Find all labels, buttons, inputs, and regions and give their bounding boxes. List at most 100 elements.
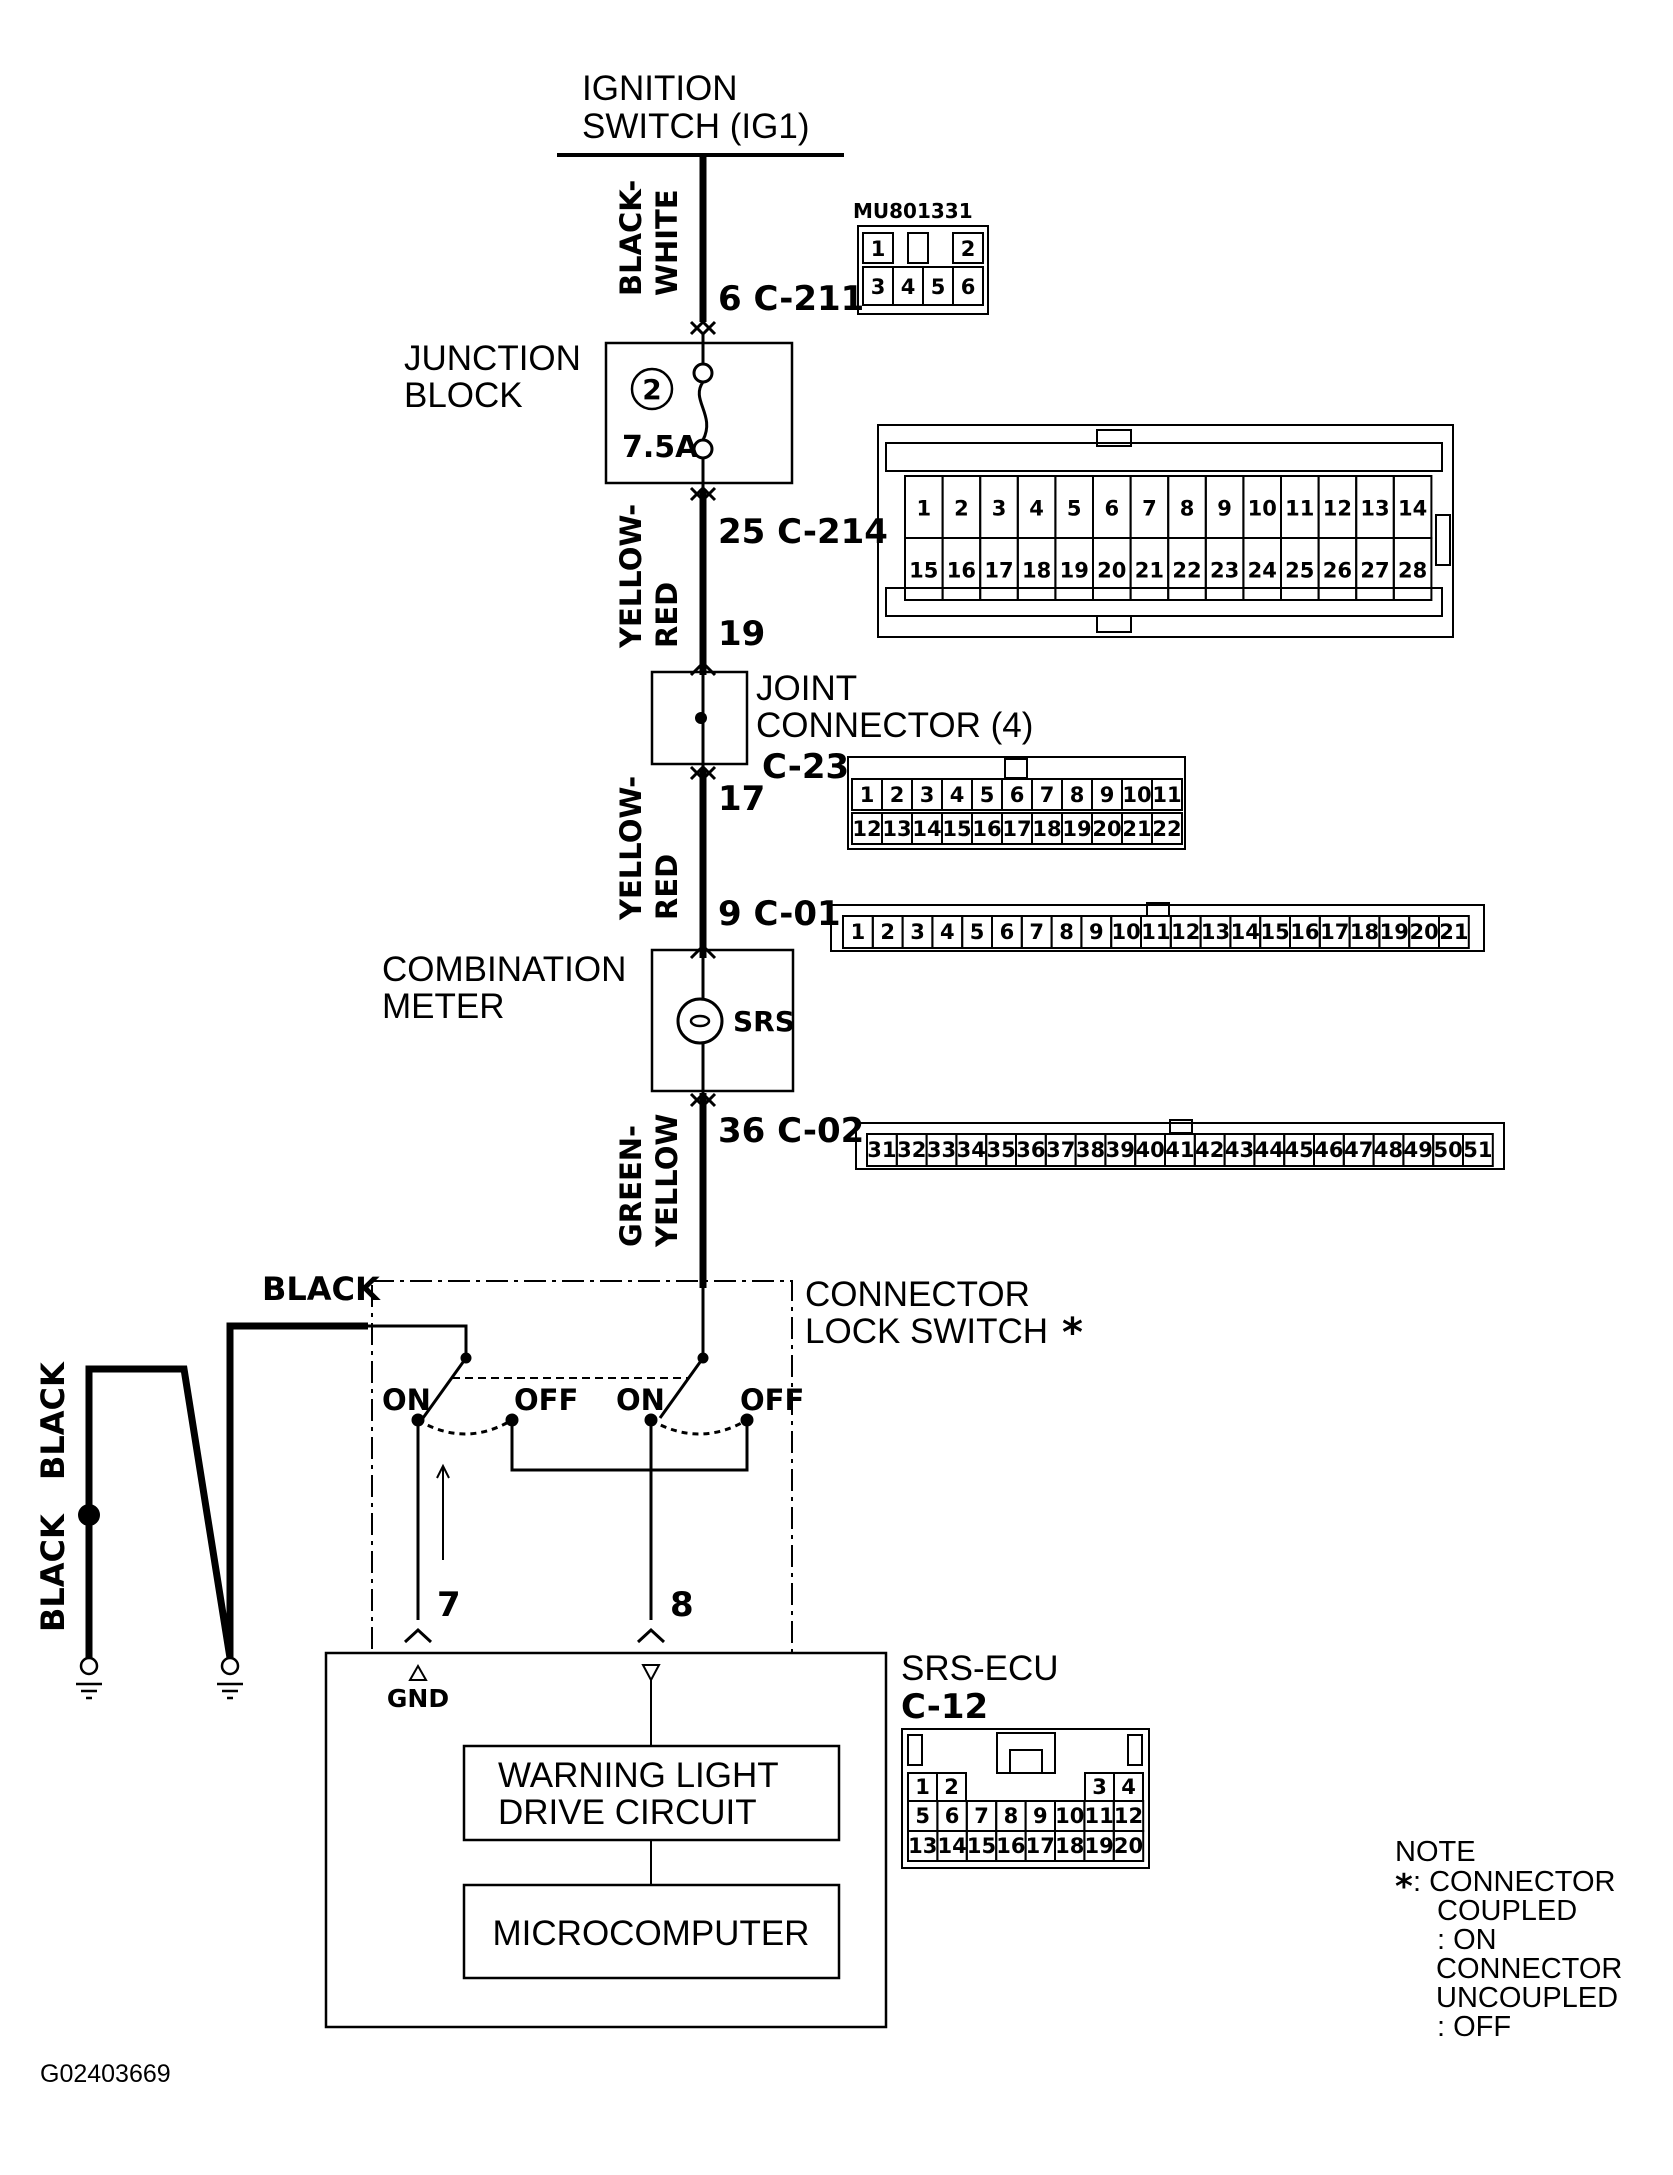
c12-pin-number: 12 xyxy=(1114,1804,1143,1828)
left-switch-off-label: OFF xyxy=(514,1383,578,1417)
srs-ecu-name: SRS-ECU xyxy=(901,1649,1059,1688)
c211-key xyxy=(907,232,929,264)
c214-pin-number: 6 xyxy=(1104,497,1119,521)
c01-pin-number: 4 xyxy=(940,920,955,944)
c02-pin-number: 35 xyxy=(986,1138,1015,1162)
joint-connector-label-2: CONNECTOR (4) xyxy=(756,706,1033,745)
pin-label-9-c01: 9 C-01 xyxy=(718,894,841,934)
c214-latch-bottom xyxy=(885,587,1443,617)
srs-ecu-box xyxy=(324,1651,888,2029)
svg-text:YELLOW-: YELLOW- xyxy=(614,776,648,921)
c02-pin-number: 32 xyxy=(897,1138,926,1162)
c214-pin-number: 27 xyxy=(1360,559,1389,583)
combination-meter-box xyxy=(650,948,795,1093)
c23-key xyxy=(1004,758,1028,779)
c211-pin-number: 3 xyxy=(871,275,886,299)
note-line-6: : OFF xyxy=(1437,2011,1511,2043)
c02-pin-number: 50 xyxy=(1433,1138,1462,1162)
c23-pin-number: 20 xyxy=(1092,817,1121,841)
srs-ecu-code: C-12 xyxy=(901,1687,988,1727)
c214-pin-number: 22 xyxy=(1172,559,1201,583)
pin-label-25-c214: 25 C-214 xyxy=(718,512,888,552)
note-block: NOTE * : CONNECTOR COUPLED : ON CONNECTO… xyxy=(1395,1836,1622,2043)
c214-shell xyxy=(877,424,1454,638)
c12-shell xyxy=(901,1728,1150,1869)
c01-pin-number: 21 xyxy=(1439,920,1468,944)
svg-text:RED: RED xyxy=(650,854,684,920)
c23-pin-number: 12 xyxy=(852,817,881,841)
c23-pin-number: 2 xyxy=(890,783,905,807)
c214-pin-number: 24 xyxy=(1248,559,1277,583)
svg-text:BLACK: BLACK xyxy=(34,1513,72,1632)
combination-meter-label-2: METER xyxy=(382,987,505,1026)
c12-pin-number: 19 xyxy=(1084,1834,1113,1858)
right-switch-on-label: ON xyxy=(616,1383,665,1417)
fuse-number-circle xyxy=(630,367,674,411)
c214-pin-number: 11 xyxy=(1285,497,1314,521)
junction-block-box xyxy=(604,341,794,485)
svg-text:YELLOW-: YELLOW- xyxy=(614,504,648,649)
c23-pin-number: 15 xyxy=(942,817,971,841)
c02-shell xyxy=(855,1122,1505,1170)
c211-pin-number: 2 xyxy=(961,237,976,261)
note-line-5: UNCOUPLED xyxy=(1436,1982,1618,2014)
c01-pin-number: 19 xyxy=(1380,920,1409,944)
c23-pin-number: 7 xyxy=(1040,783,1055,807)
c12-pin-number: 14 xyxy=(937,1834,966,1858)
c23-pin-number: 14 xyxy=(912,817,941,841)
c214-pin-number: 4 xyxy=(1029,497,1044,521)
c12-pin-number: 20 xyxy=(1114,1834,1143,1858)
c12-pin-number: 11 xyxy=(1084,1804,1113,1828)
ignition-switch-label-1: IGNITION xyxy=(582,69,738,108)
c02-pin-number: 46 xyxy=(1314,1138,1343,1162)
c23-pin-number: 16 xyxy=(972,817,1001,841)
c12-pin-number: 17 xyxy=(1026,1834,1055,1858)
c211-cell xyxy=(952,232,984,264)
c12-pin-number: 5 xyxy=(915,1804,930,1828)
c02-pin-number: 48 xyxy=(1374,1138,1403,1162)
c214-pin-number: 1 xyxy=(916,497,931,521)
c214-pin-number: 19 xyxy=(1060,559,1089,583)
drive-circuit-label-1: WARNING LIGHT xyxy=(498,1756,779,1795)
c02-pin-number: 44 xyxy=(1255,1138,1284,1162)
c23-pin-number: 10 xyxy=(1122,783,1151,807)
drive-circuit-label-2: DRIVE CIRCUIT xyxy=(498,1793,757,1832)
c01-pin-number: 9 xyxy=(1089,920,1104,944)
c214-pin-number: 10 xyxy=(1248,497,1277,521)
c12-lock-left xyxy=(907,1734,923,1766)
c214-key-bottom xyxy=(1096,615,1132,633)
c01-pin-number: 12 xyxy=(1171,920,1200,944)
mu-code-label: MU801331 xyxy=(853,199,973,223)
wire-label-black-white: BLACK- WHITE xyxy=(614,180,684,296)
c211-cell xyxy=(862,232,894,264)
c12-key-inner xyxy=(1009,1749,1043,1774)
lock-switch-contacts xyxy=(368,1288,754,1620)
lock-switch-star: * xyxy=(1062,1310,1083,1356)
c23-pin-number: 11 xyxy=(1152,783,1181,807)
c214-pin-number: 14 xyxy=(1398,497,1427,521)
note-title: NOTE xyxy=(1395,1836,1476,1868)
c23-cell xyxy=(1151,812,1183,845)
c12-pin-number: 1 xyxy=(915,1775,930,1799)
c01-pin-number: 10 xyxy=(1111,920,1140,944)
ground-symbols xyxy=(76,1656,243,1700)
c01-pin-number: 13 xyxy=(1201,920,1230,944)
combination-meter-label-1: COMBINATION xyxy=(382,950,626,989)
c02-pin-number: 49 xyxy=(1404,1138,1433,1162)
c02-pin-number: 39 xyxy=(1106,1138,1135,1162)
c12-key xyxy=(996,1732,1056,1774)
ground-wires xyxy=(85,1322,368,1659)
figure-id: G02403669 xyxy=(40,2060,171,2088)
c12-pin-number: 7 xyxy=(974,1804,989,1828)
wire-label-yellow-red-1: YELLOW- RED xyxy=(614,504,684,649)
pin-label-19: 19 xyxy=(718,614,765,654)
c23-pin-number: 6 xyxy=(1010,783,1025,807)
c12-pin-number: 18 xyxy=(1055,1834,1084,1858)
fuse-symbol xyxy=(692,334,714,489)
c211-shell xyxy=(857,225,989,315)
c214-side-tab xyxy=(1435,514,1451,566)
c214-latch-top xyxy=(885,442,1443,472)
c211-pin-number: 6 xyxy=(961,275,976,299)
